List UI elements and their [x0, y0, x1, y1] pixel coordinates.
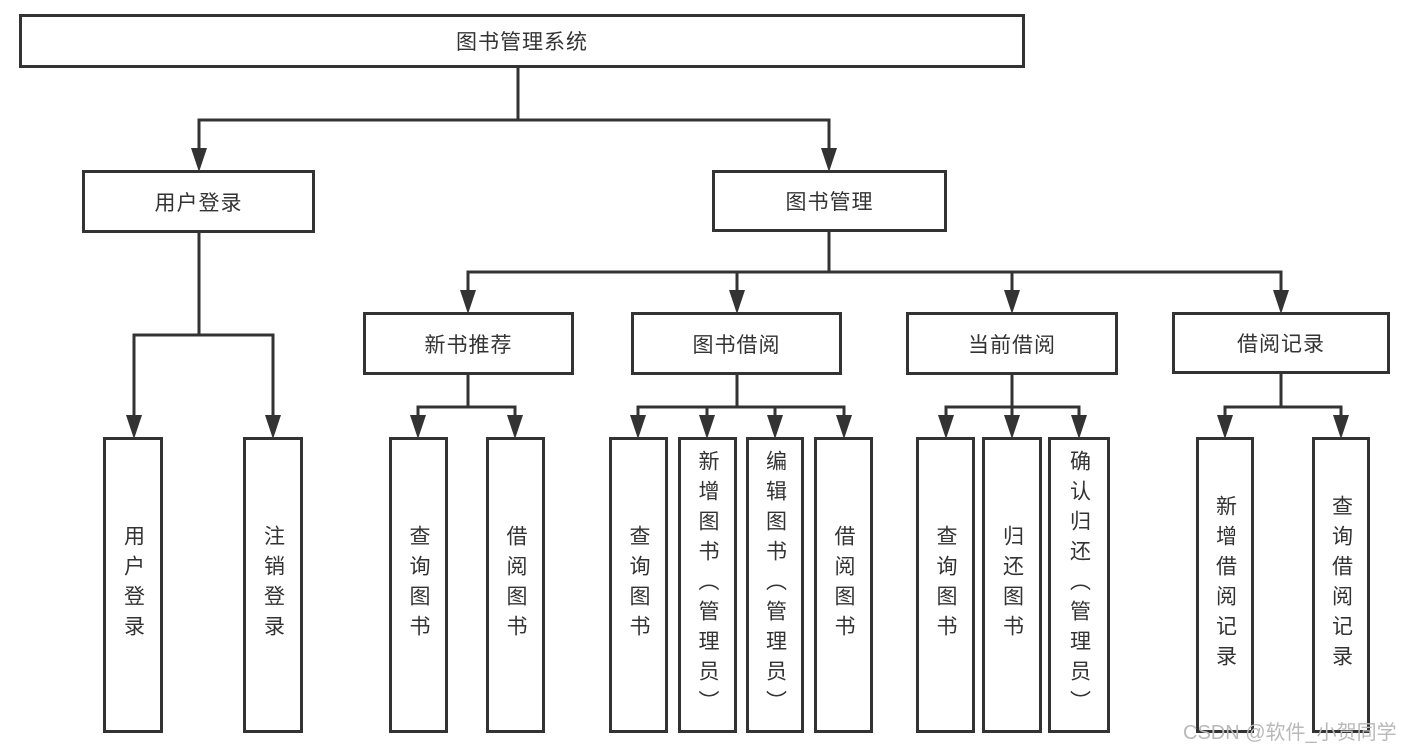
node-current-borrowing: 当前借阅 [906, 312, 1118, 375]
node-library-management-system: 图书管理系统 [19, 14, 1025, 68]
leaf-query-books: 查询图书 [389, 437, 448, 733]
leaf-query-books: 查询图书 [916, 437, 975, 733]
arrowheads [126, 148, 1349, 439]
node-label: 图书管理系统 [456, 31, 588, 54]
node-label: 确认归还︵管理员︶ [1067, 450, 1091, 720]
leaf-confirm-return-admin: 确认归还︵管理员︶ [1048, 437, 1110, 733]
node-label: 用户登录 [154, 191, 243, 215]
node-label: 查询图书 [407, 525, 430, 645]
node-label: 新增借阅记录 [1213, 495, 1237, 675]
csdn-watermark: CSDN @软件_小贺同学 [1183, 722, 1397, 744]
leaf-add-books-admin: 新增图书︵管理员︶ [678, 437, 737, 733]
node-label: 借阅图书 [832, 525, 855, 645]
node-label: 编辑图书︵管理员︶ [763, 450, 787, 720]
node-label: 图书管理 [785, 191, 874, 214]
leaf-user-login: 用户登录 [103, 437, 163, 733]
node-label: 新增图书︵管理员︶ [696, 450, 719, 720]
node-label: 新书推荐 [424, 333, 513, 357]
leaf-add-borrow-record: 新增借阅记录 [1196, 437, 1254, 733]
leaf-edit-books-admin: 编辑图书︵管理员︶ [746, 437, 804, 733]
leaf-borrow-books: 借阅图书 [486, 437, 545, 733]
node-label: 用户登录 [121, 525, 145, 645]
node-label: 图书借阅 [692, 333, 781, 357]
node-label: 查询借阅记录 [1329, 495, 1353, 675]
node-label: 注销登录 [261, 525, 285, 645]
leaf-query-books: 查询图书 [609, 437, 668, 733]
node-borrowing-records: 借阅记录 [1172, 312, 1390, 374]
leaf-borrow-books: 借阅图书 [814, 437, 873, 733]
node-label: 归还图书 [1000, 525, 1024, 645]
node-new-book-recommendation: 新书推荐 [363, 312, 574, 375]
node-book-borrowing: 图书借阅 [631, 312, 842, 375]
leaf-query-borrow-record: 查询借阅记录 [1312, 437, 1370, 733]
node-label: 查询图书 [627, 525, 650, 645]
leaf-logout: 注销登录 [243, 437, 303, 733]
node-label: 借阅图书 [504, 525, 527, 645]
node-label: 查询图书 [934, 525, 957, 645]
node-label: 借阅记录 [1237, 333, 1325, 356]
node-label: 当前借阅 [968, 333, 1056, 357]
node-book-management: 图书管理 [712, 170, 947, 232]
leaf-return-books: 归还图书 [982, 437, 1042, 733]
node-user-login: 用户登录 [82, 170, 315, 233]
